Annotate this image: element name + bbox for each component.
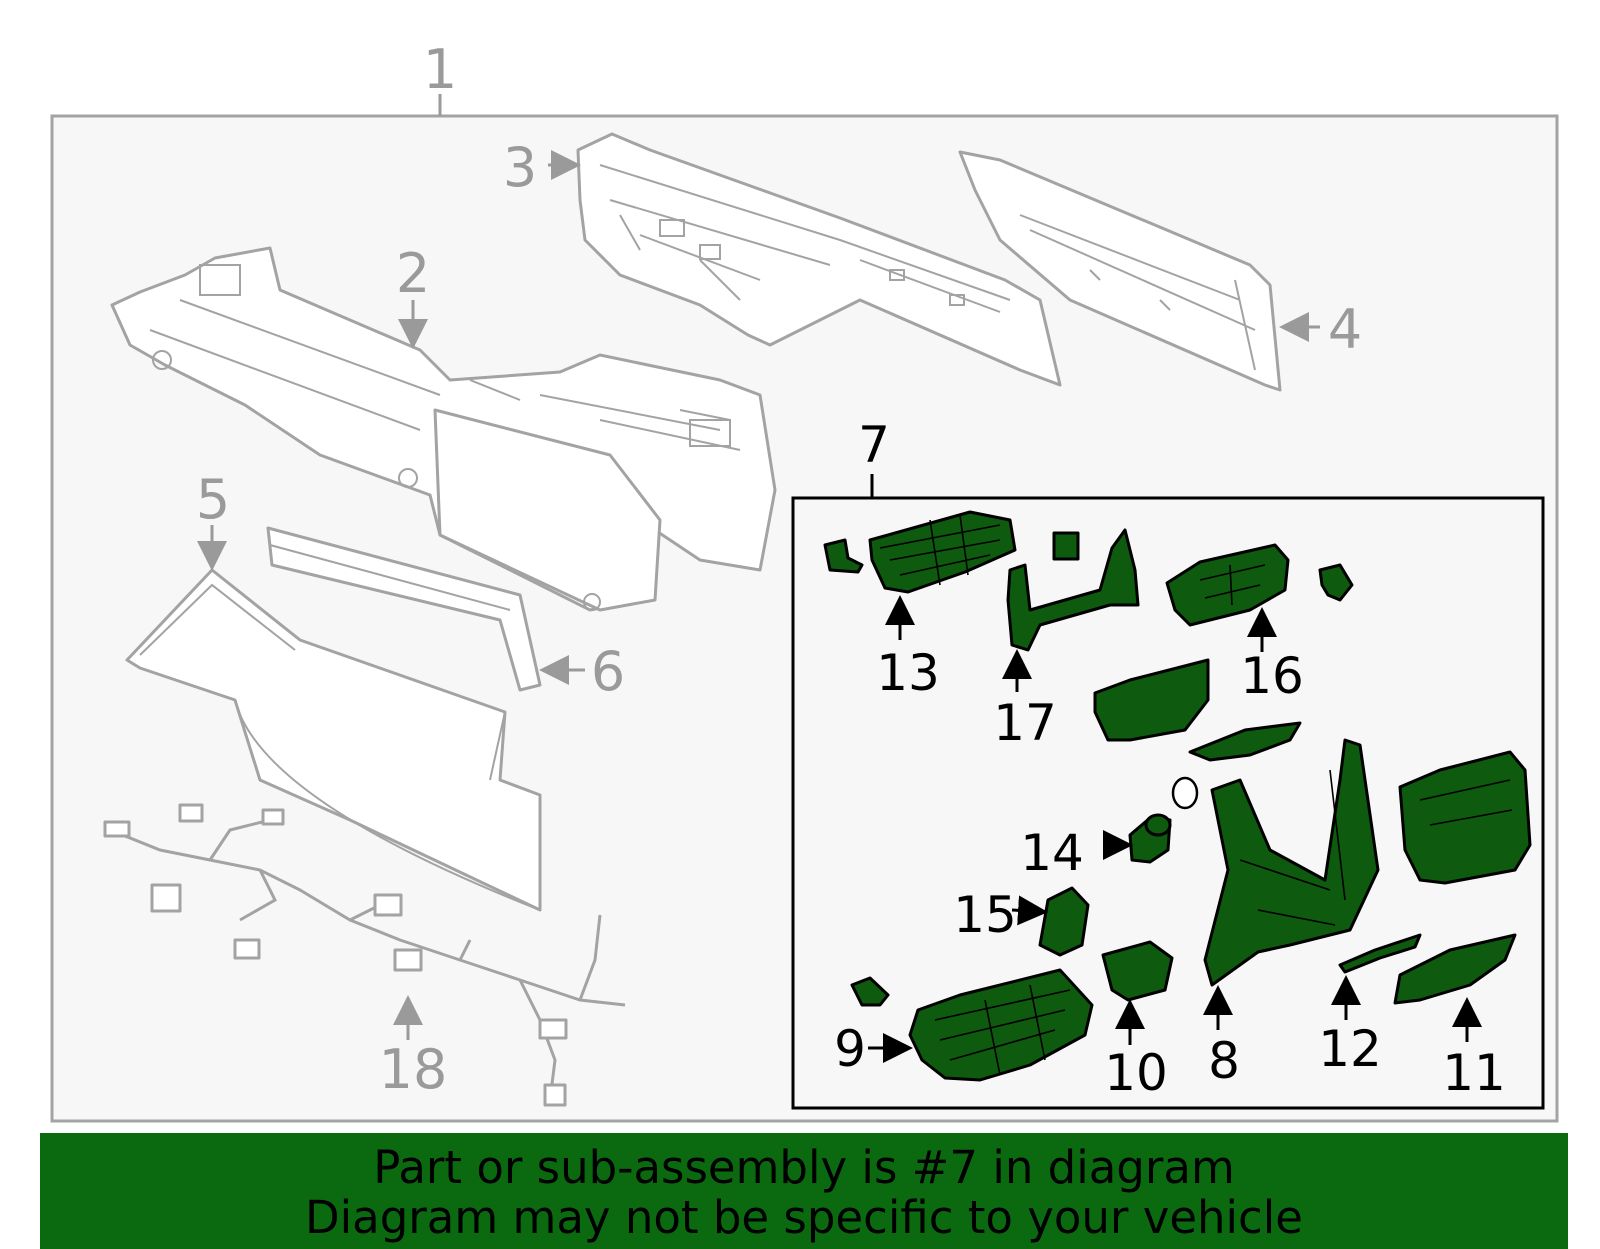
callout-1: 1 — [423, 38, 457, 101]
callout-12: 12 — [1318, 1020, 1382, 1078]
part-12-trim — [1338, 933, 1422, 974]
part-4-side-panel — [958, 150, 1282, 392]
part-10-cup — [1101, 940, 1174, 1002]
part-8-center-panel — [1203, 738, 1380, 987]
part-9-cupholder — [850, 968, 1094, 1082]
part-5-side-cover — [125, 568, 542, 912]
callout-13: 13 — [876, 644, 940, 702]
callout-6: 6 — [591, 640, 625, 703]
part-18-wiring-harness — [103, 803, 626, 1107]
part-bin-right — [1398, 750, 1532, 885]
callout-10: 10 — [1104, 1044, 1168, 1102]
callout-14: 14 — [1020, 824, 1084, 882]
callout-4: 4 — [1328, 298, 1362, 361]
callout-15: 15 — [953, 886, 1017, 944]
callout-18: 18 — [379, 1038, 448, 1101]
part-14-ring — [1171, 776, 1199, 810]
callout-2: 2 — [396, 242, 430, 305]
info-banner: Part or sub-assembly is #7 in diagram Di… — [40, 1133, 1568, 1249]
banner-line-2: Diagram may not be specific to your vehi… — [305, 1191, 1303, 1244]
part-17-bracket — [1006, 528, 1140, 652]
callout-11: 11 — [1442, 1044, 1506, 1102]
part-14-socket — [1128, 776, 1199, 864]
part-16-vent — [1165, 543, 1354, 627]
part-tray-upper — [1093, 658, 1302, 762]
callout-8: 8 — [1208, 1032, 1240, 1090]
part-11-trim — [1393, 933, 1517, 1005]
part-15-grommet — [1038, 886, 1090, 957]
part-3-bracket — [576, 132, 1062, 387]
part-2-console-frame — [110, 246, 777, 612]
callout-7: 7 — [858, 416, 890, 474]
callout-9: 9 — [834, 1020, 866, 1078]
banner-line-1: Part or sub-assembly is #7 in diagram — [373, 1141, 1235, 1194]
callout-5: 5 — [196, 468, 230, 531]
part-6-trim-strip — [266, 526, 542, 692]
part-13-vent — [823, 510, 1017, 594]
callout-16: 16 — [1240, 647, 1304, 705]
callout-3: 3 — [503, 136, 537, 199]
callout-17: 17 — [993, 694, 1057, 752]
callout-15-leader — [1011, 895, 1048, 926]
